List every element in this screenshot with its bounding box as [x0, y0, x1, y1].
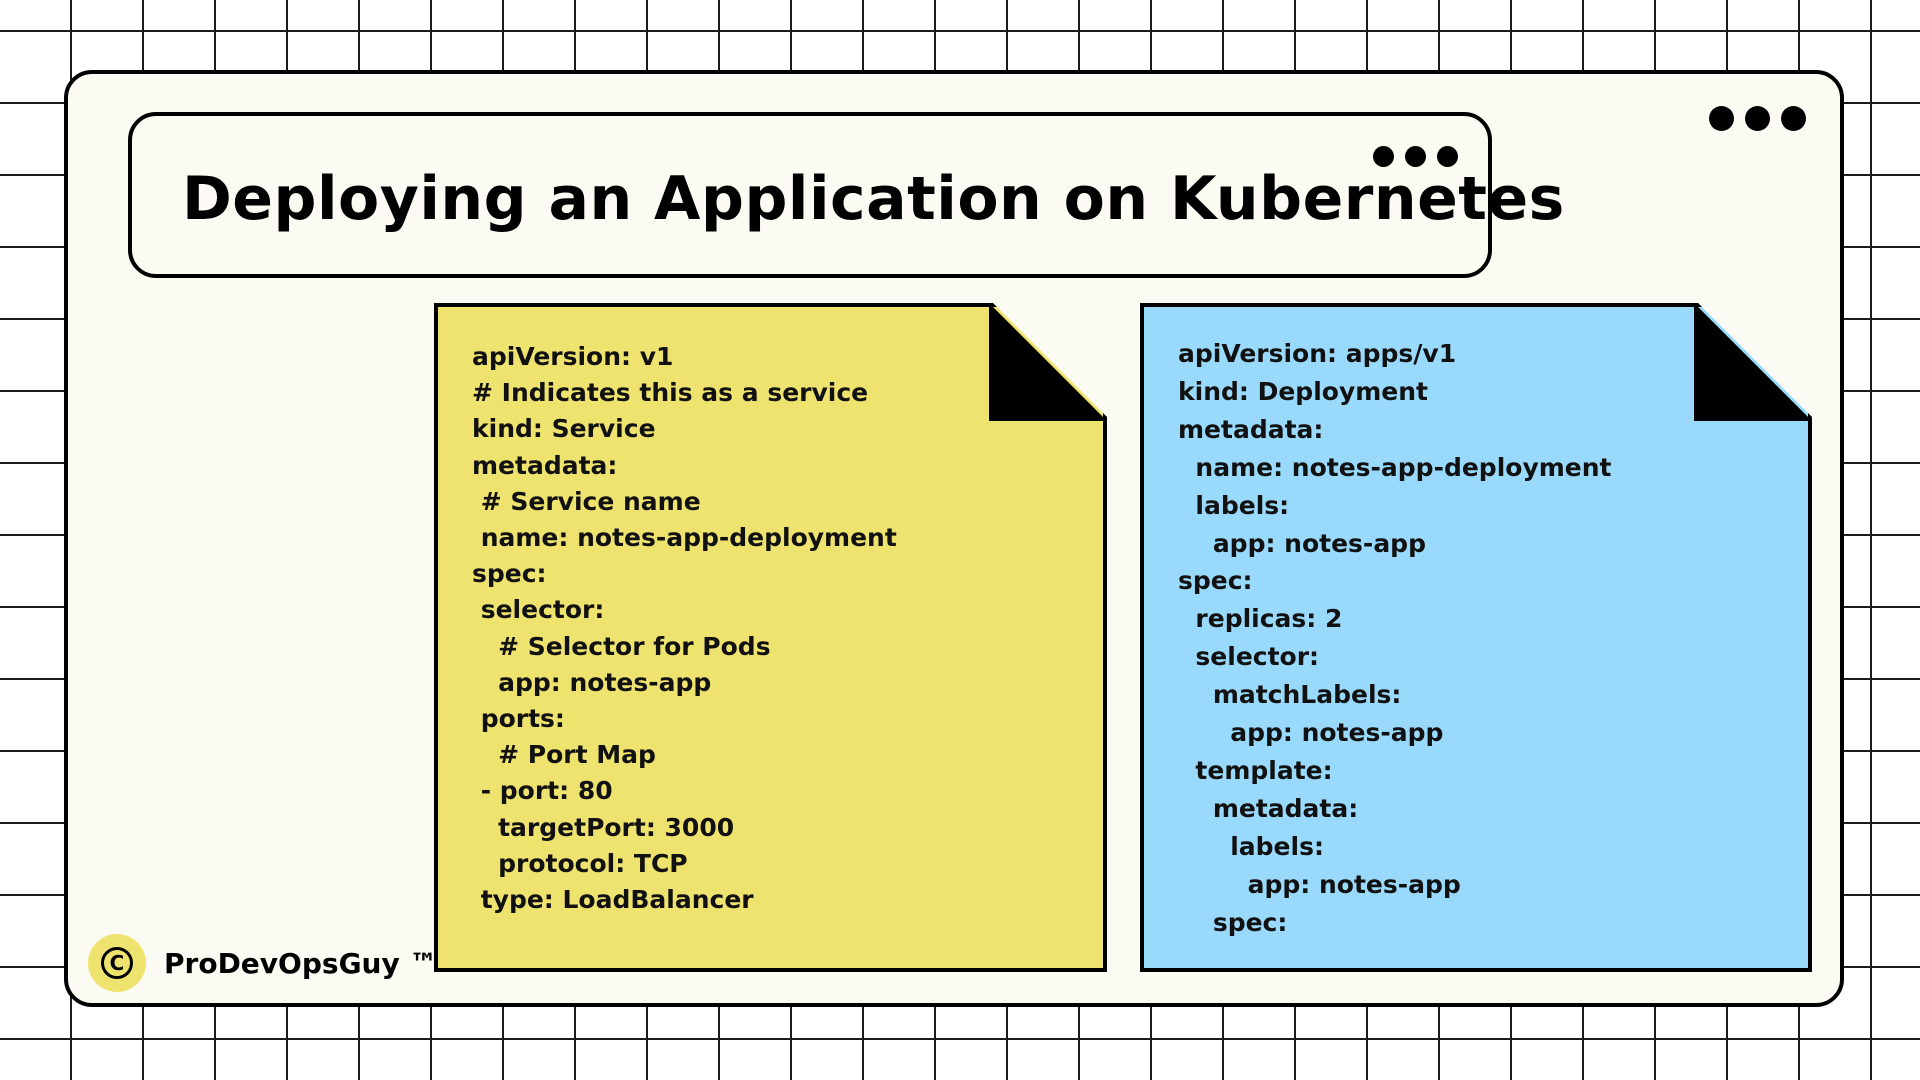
brand-name: ProDevOpsGuy ™: [164, 946, 438, 980]
yaml-line: # Service name: [472, 486, 701, 516]
deployment-yaml-code: apiVersion: apps/v1 kind: Deployment metad…: [1178, 335, 1612, 942]
window-frame: Deploying an Application on Kubernetes a…: [64, 70, 1844, 1007]
yaml-line: # Indicates this as a service: [472, 378, 869, 408]
service-yaml-code: apiVersion: v1 # Indicates this as a serv…: [472, 339, 897, 918]
copyright-icon: C: [88, 934, 146, 992]
yaml-line: targetPort: 3000: [472, 812, 735, 842]
yaml-line: ports:: [472, 704, 565, 734]
yaml-line: # Port Map: [472, 740, 656, 770]
page-title: Deploying an Application on Kubernetes: [182, 164, 1565, 234]
yaml-line: metadata:: [472, 450, 618, 480]
yaml-line: # Selector for Pods: [472, 631, 771, 661]
service-yaml-note: apiVersion: v1 # Indicates this as a serv…: [434, 303, 1107, 972]
yaml-line: selector:: [1178, 642, 1320, 672]
yaml-line: matchLabels:: [1178, 680, 1402, 710]
yaml-line: kind: Deployment: [1178, 376, 1428, 406]
yaml-line: name: notes-app-deployment: [472, 523, 897, 553]
yaml-line: app: notes-app: [472, 667, 712, 697]
yaml-line: labels:: [1178, 831, 1324, 861]
window-menu-dots-icon: [1709, 106, 1806, 131]
yaml-line: - port: 80: [472, 776, 613, 806]
yaml-line: kind: Service: [472, 414, 656, 444]
yaml-line: template:: [1178, 755, 1333, 785]
yaml-line: app: notes-app: [1178, 869, 1461, 899]
title-menu-dots-icon: [1373, 146, 1458, 167]
yaml-line: protocol: TCP: [472, 848, 688, 878]
brand: C ProDevOpsGuy ™: [88, 934, 437, 992]
yaml-line: metadata:: [1178, 793, 1359, 823]
title-box: Deploying an Application on Kubernetes: [128, 112, 1564, 278]
yaml-line: apiVersion: apps/v1: [1178, 339, 1457, 368]
yaml-line: spec:: [472, 559, 547, 589]
yaml-line: labels:: [1178, 490, 1290, 520]
yaml-line: metadata:: [1178, 414, 1324, 444]
yaml-line: spec:: [1178, 907, 1288, 937]
yaml-line: apiVersion: v1: [472, 342, 674, 371]
page-fold-icon: [1694, 303, 1812, 421]
yaml-line: app: notes-app: [1178, 718, 1444, 748]
yaml-line: selector:: [472, 595, 605, 625]
yaml-line: app: notes-app: [1178, 528, 1426, 558]
yaml-line: type: LoadBalancer: [472, 885, 754, 915]
deployment-yaml-note: apiVersion: apps/v1 kind: Deployment metad…: [1140, 303, 1812, 972]
copyright-glyph: C: [101, 947, 133, 979]
yaml-line: spec:: [1178, 566, 1253, 596]
yaml-line: replicas: 2: [1178, 604, 1343, 634]
yaml-line: name: notes-app-deployment: [1178, 452, 1612, 482]
page-fold-icon: [989, 303, 1107, 421]
